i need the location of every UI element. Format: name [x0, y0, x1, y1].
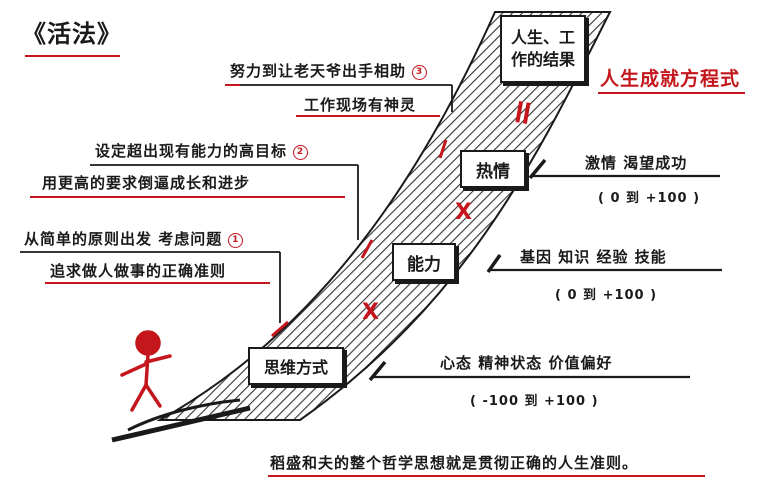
- factor-label-passion: 热情: [476, 161, 510, 182]
- note-underlines: [25, 55, 745, 477]
- factor-box-ability: 能力: [392, 243, 456, 281]
- note-3-line2: 工作现场有神灵: [304, 96, 417, 114]
- result-box: 人生、工作的结果: [500, 15, 586, 83]
- note-1-number: 1: [228, 233, 244, 248]
- note-1-text: 从简单的原则出发 考虑问题: [24, 230, 223, 248]
- factor-range-mindset: ( -100 到 +100 ): [470, 394, 599, 409]
- equation-title: 人生成就方程式: [600, 68, 741, 90]
- ground-shadow: [111, 405, 251, 443]
- factor-desc-ability: 基因 知识 经验 技能: [520, 248, 667, 266]
- ground-line: [127, 398, 241, 432]
- note-3-line1: 努力到让老天爷出手相助 3: [230, 60, 428, 81]
- factor-ticks: [368, 158, 547, 382]
- factor-desc-mindset: 心态 精神状态 价值偏好: [440, 354, 613, 372]
- note-1-line2: 追求做人做事的正确准则: [50, 262, 227, 280]
- factor-leaders: [372, 174, 722, 379]
- multiply-sign-2: X: [362, 300, 380, 325]
- factor-box-mindset: 思维方式: [248, 347, 344, 385]
- note-2-line1: 设定超出现有能力的高目标 2: [95, 140, 309, 161]
- note-3-number: 3: [412, 65, 428, 80]
- factor-box-passion: 热情: [460, 150, 526, 188]
- note-3-text: 努力到让老天爷出手相助: [230, 62, 407, 80]
- note-1-line1: 从简单的原则出发 考虑问题 1: [24, 228, 244, 249]
- note-leaders: [20, 84, 453, 323]
- factor-range-ability: ( 0 到 +100 ): [555, 288, 658, 303]
- factor-range-passion: ( 0 到 +100 ): [598, 191, 701, 206]
- footer-text: 稻盛和夫的整个哲学思想就是贯彻正确的人生准则。: [270, 454, 639, 472]
- note-2-line2: 用更高的要求倒逼成长和进步: [42, 174, 251, 192]
- factor-desc-passion: 激情 渴望成功: [585, 154, 688, 172]
- factor-label-ability: 能力: [407, 254, 441, 275]
- note-2-number: 2: [293, 145, 309, 160]
- leader-ticks: [271, 139, 448, 338]
- stick-figure: [120, 330, 172, 412]
- multiply-sign-1: X: [455, 200, 473, 225]
- ramp-band: [156, 11, 612, 421]
- result-box-label: 人生、工作的结果: [510, 28, 575, 69]
- note-2-text: 设定超出现有能力的高目标: [95, 142, 288, 160]
- page-title: 《活法》: [22, 20, 122, 48]
- factor-label-mindset: 思维方式: [263, 358, 328, 377]
